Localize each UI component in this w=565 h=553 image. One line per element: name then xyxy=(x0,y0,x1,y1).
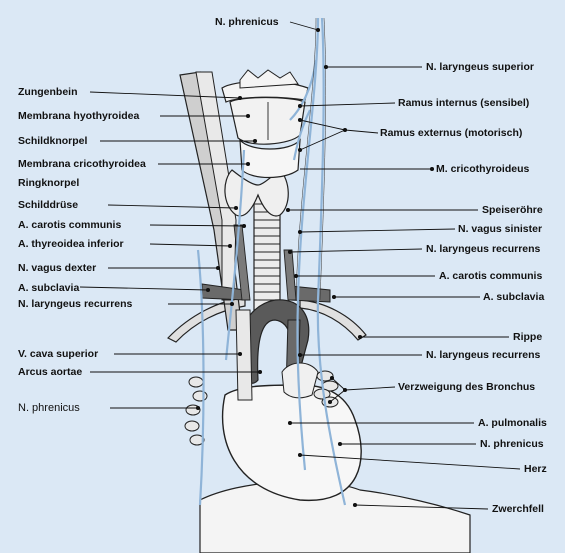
label-n-phrenicus-left: N. phrenicus xyxy=(18,402,80,414)
label-n-vagus-dexter: N. vagus dexter xyxy=(18,262,96,274)
label-a-carotis-communis-right: A. carotis communis xyxy=(439,270,542,282)
leader-line xyxy=(290,22,318,30)
leader-dot xyxy=(234,206,237,209)
label-n-phrenicus-top: N. phrenicus xyxy=(215,16,279,28)
leader-dot xyxy=(338,442,341,445)
label-n-laryngeus-recurrens-r2: N. laryngeus recurrens xyxy=(426,349,540,361)
leader-dot xyxy=(242,224,245,227)
label-zwerchfell: Zwerchfell xyxy=(492,503,544,515)
label-m-cricothyroideus: M. cricothyroideus xyxy=(436,163,529,175)
leader-dot xyxy=(238,352,241,355)
label-speiseroehre: Speiseröhre xyxy=(482,204,543,216)
leader-dot xyxy=(216,266,219,269)
label-arcus-aortae: Arcus aortae xyxy=(18,366,82,378)
label-herz: Herz xyxy=(524,463,547,475)
label-n-phrenicus-right: N. phrenicus xyxy=(480,438,544,450)
leader-line xyxy=(290,249,422,252)
cricoid-shape xyxy=(240,140,300,178)
label-a-thyreoidea-inferior: A. thyreoidea inferior xyxy=(18,238,124,250)
label-ramus-externus: Ramus externus (motorisch) xyxy=(380,127,522,139)
leader-dot xyxy=(253,139,256,142)
label-a-carotis-communis-left: A. carotis communis xyxy=(18,219,121,231)
label-n-laryngeus-recurrens-left: N. laryngeus recurrens xyxy=(18,298,132,310)
label-ringknorpel: Ringknorpel xyxy=(18,177,79,189)
label-v-cava-superior: V. cava superior xyxy=(18,348,98,360)
leader-line xyxy=(90,92,240,98)
leader-dot xyxy=(298,453,301,456)
leader-dot xyxy=(288,421,291,424)
leader-dot xyxy=(246,114,249,117)
leader-line xyxy=(345,130,378,133)
leader-dot xyxy=(298,148,301,151)
label-n-laryngeus-recurrens-r1: N. laryngeus recurrens xyxy=(426,243,540,255)
label-schildknorpel: Schildknorpel xyxy=(18,135,87,147)
leader-dot xyxy=(324,65,327,68)
leader-dot xyxy=(330,376,333,379)
leader-dot xyxy=(246,162,249,165)
leader-dot xyxy=(332,295,335,298)
label-membrana-hyothyroidea: Membrana hyothyroidea xyxy=(18,110,139,122)
leader-dot xyxy=(206,288,209,291)
leader-dot xyxy=(196,406,199,409)
leader-dot xyxy=(286,208,289,211)
leader-dot xyxy=(298,118,301,121)
rib-right-shape xyxy=(300,300,366,340)
leader-line xyxy=(300,229,455,232)
leader-dot xyxy=(258,370,261,373)
label-a-pulmonalis: A. pulmonalis xyxy=(478,417,547,429)
label-a-subclavia-left: A. subclavia xyxy=(18,282,79,294)
leader-line xyxy=(345,387,395,390)
thyroid-cartilage-shape xyxy=(230,98,305,145)
leader-dot xyxy=(294,274,297,277)
leader-dot xyxy=(298,230,301,233)
leader-dot xyxy=(238,96,241,99)
leader-line xyxy=(300,103,395,106)
label-n-vagus-sinister: N. vagus sinister xyxy=(458,223,542,235)
carotid-left-shape xyxy=(284,250,296,300)
leader-dot xyxy=(230,302,233,305)
leader-dot xyxy=(228,244,231,247)
leader-line xyxy=(80,287,208,290)
leader-dot xyxy=(358,335,361,338)
label-schilddruese: Schilddrüse xyxy=(18,199,78,211)
leader-dot xyxy=(316,28,319,31)
leader-dot xyxy=(353,503,356,506)
leader-dot xyxy=(298,353,301,356)
leader-dot xyxy=(288,250,291,253)
label-ramus-internus: Ramus internus (sensibel) xyxy=(398,97,529,109)
leader-dot xyxy=(430,167,433,170)
leader-dot xyxy=(328,400,331,403)
label-n-laryngeus-superior: N. laryngeus superior xyxy=(426,61,534,73)
label-rippe: Rippe xyxy=(513,331,542,343)
label-verzweigung-bronchus: Verzweigung des Bronchus xyxy=(398,381,535,393)
leader-dot xyxy=(298,104,301,107)
label-zungenbein: Zungenbein xyxy=(18,86,78,98)
label-a-subclavia-right: A. subclavia xyxy=(483,291,544,303)
label-membrana-cricothyroidea: Membrana cricothyroidea xyxy=(18,158,146,170)
